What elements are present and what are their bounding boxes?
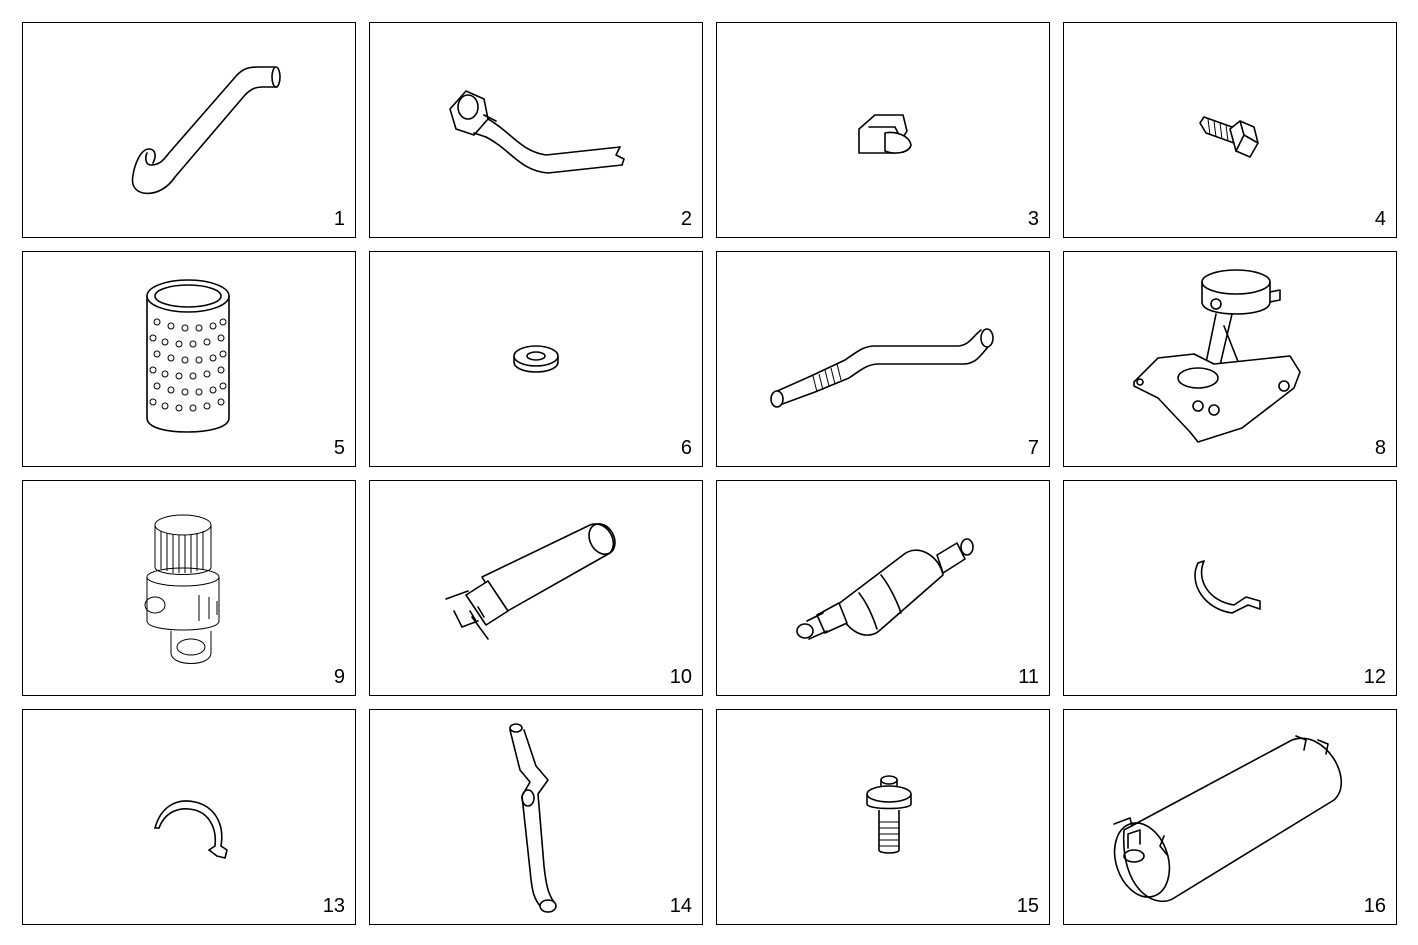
part-cell[interactable]: 15 [716,709,1050,925]
part-number: 7 [1027,437,1039,459]
part-cell[interactable]: 2 [369,22,703,238]
part-number: 4 [1374,208,1386,230]
sealing-washer-icon [513,345,559,373]
fuel-pump-assembly-icon [144,514,220,664]
part-cell[interactable]: 6 [369,251,703,467]
part-number: 12 [1363,666,1386,688]
hex-bolt-icon [1199,116,1259,158]
electric-fuel-pump-icon [445,522,616,640]
valve-fitting-icon [866,775,912,854]
hose-with-connector-icon [449,90,625,174]
part-cell[interactable]: 9 [22,480,356,696]
half-clamp-small-icon [1194,560,1261,614]
part-cell[interactable]: 14 [369,709,703,925]
inline-fuel-filter-icon [796,538,974,640]
part-number: 16 [1363,895,1386,917]
part-number: 1 [333,208,345,230]
rubber-grommet-icon [858,114,912,154]
part-cell[interactable]: 5 [22,251,356,467]
half-clamp-icon [154,800,228,859]
long-bent-hose-icon [509,723,557,913]
part-number: 3 [1027,208,1039,230]
part-cell[interactable]: 1 [22,22,356,238]
part-number: 5 [333,437,345,459]
pump-bracket-icon [1133,269,1301,443]
part-cell[interactable]: 12 [1063,480,1397,696]
part-number: 9 [333,666,345,688]
part-cell[interactable]: 10 [369,480,703,696]
part-cell[interactable]: 8 [1063,251,1397,467]
part-cell[interactable]: 13 [22,709,356,925]
part-number: 13 [322,895,345,917]
part-number: 6 [680,437,692,459]
part-number: 10 [669,666,692,688]
bent-hose-icon [131,66,281,195]
corrugated-pipe-icon [770,328,994,408]
part-cell[interactable]: 4 [1063,22,1397,238]
part-cell[interactable]: 7 [716,251,1050,467]
perforated-filter-cartridge-icon [146,279,230,433]
part-number: 8 [1374,437,1386,459]
part-number: 15 [1016,895,1039,917]
part-number: 11 [1018,666,1039,688]
part-number: 14 [669,895,692,917]
part-cell[interactable]: 3 [716,22,1050,238]
part-cell[interactable]: 11 [716,480,1050,696]
canister-tank-icon [1113,735,1343,903]
part-number: 2 [680,208,692,230]
part-cell[interactable]: 16 [1063,709,1397,925]
